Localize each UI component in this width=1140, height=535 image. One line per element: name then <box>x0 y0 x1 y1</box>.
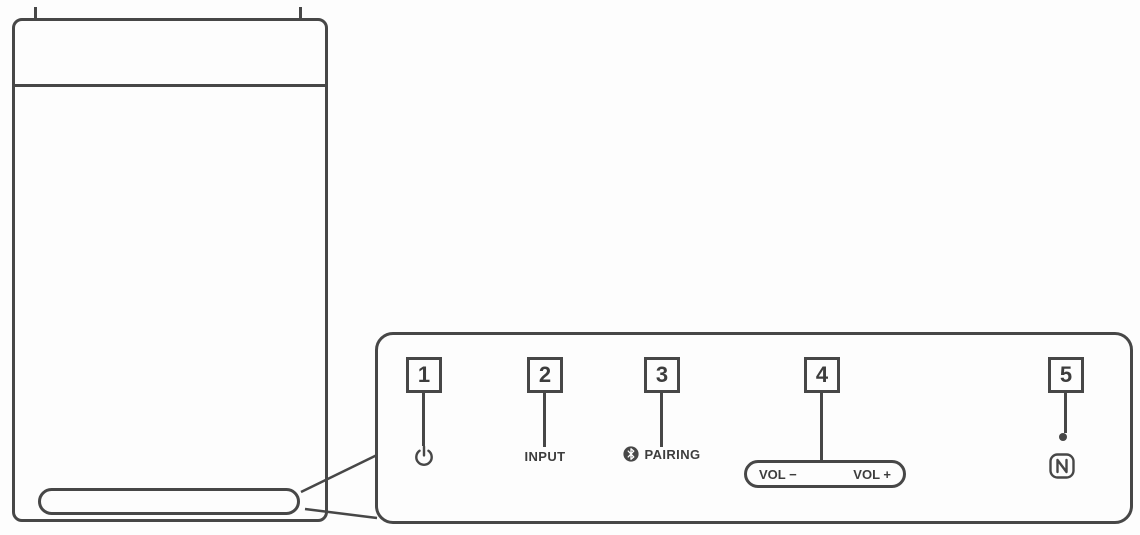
callout-1-connector <box>422 393 425 446</box>
bluetooth-icon <box>623 446 640 462</box>
callout-4-connector <box>820 393 823 460</box>
pairing-button-label: PAIRING <box>644 446 701 462</box>
top-edge-mark-right <box>299 7 302 20</box>
power-button <box>413 445 435 467</box>
callout-3-connector <box>660 393 663 447</box>
callout-1-box: 1 <box>406 357 442 393</box>
callout-2-number: 2 <box>538 362 552 387</box>
callout-1-number: 1 <box>417 362 431 387</box>
pairing-button: PAIRING <box>592 446 732 462</box>
nfc-touch-point <box>1047 451 1077 481</box>
callout-5-connector <box>1064 393 1067 433</box>
callout-4-box: 4 <box>804 357 840 393</box>
front-panel-slot <box>38 488 300 515</box>
speaker-top-edge-line <box>13 84 327 87</box>
volume-up-label: VOL + <box>853 466 891 482</box>
callout-3-box: 3 <box>644 357 680 393</box>
input-button-label: INPUT <box>524 449 566 464</box>
callout-2-connector <box>543 393 546 447</box>
power-icon <box>415 445 433 466</box>
volume-buttons: VOL − VOL + <box>744 460 906 488</box>
control-panel-zoom <box>375 332 1133 524</box>
top-edge-mark-left <box>34 7 37 20</box>
callout-4-number: 4 <box>815 362 829 387</box>
nfc-indicator-dot <box>1059 433 1067 441</box>
callout-2-box: 2 <box>527 357 563 393</box>
callout-5-number: 5 <box>1059 362 1073 387</box>
callout-3-number: 3 <box>655 362 669 387</box>
callout-5-box: 5 <box>1048 357 1084 393</box>
nfc-n-mark-icon <box>1049 453 1075 479</box>
speaker-body-outline <box>12 18 328 522</box>
volume-down-label: VOL − <box>759 466 797 482</box>
